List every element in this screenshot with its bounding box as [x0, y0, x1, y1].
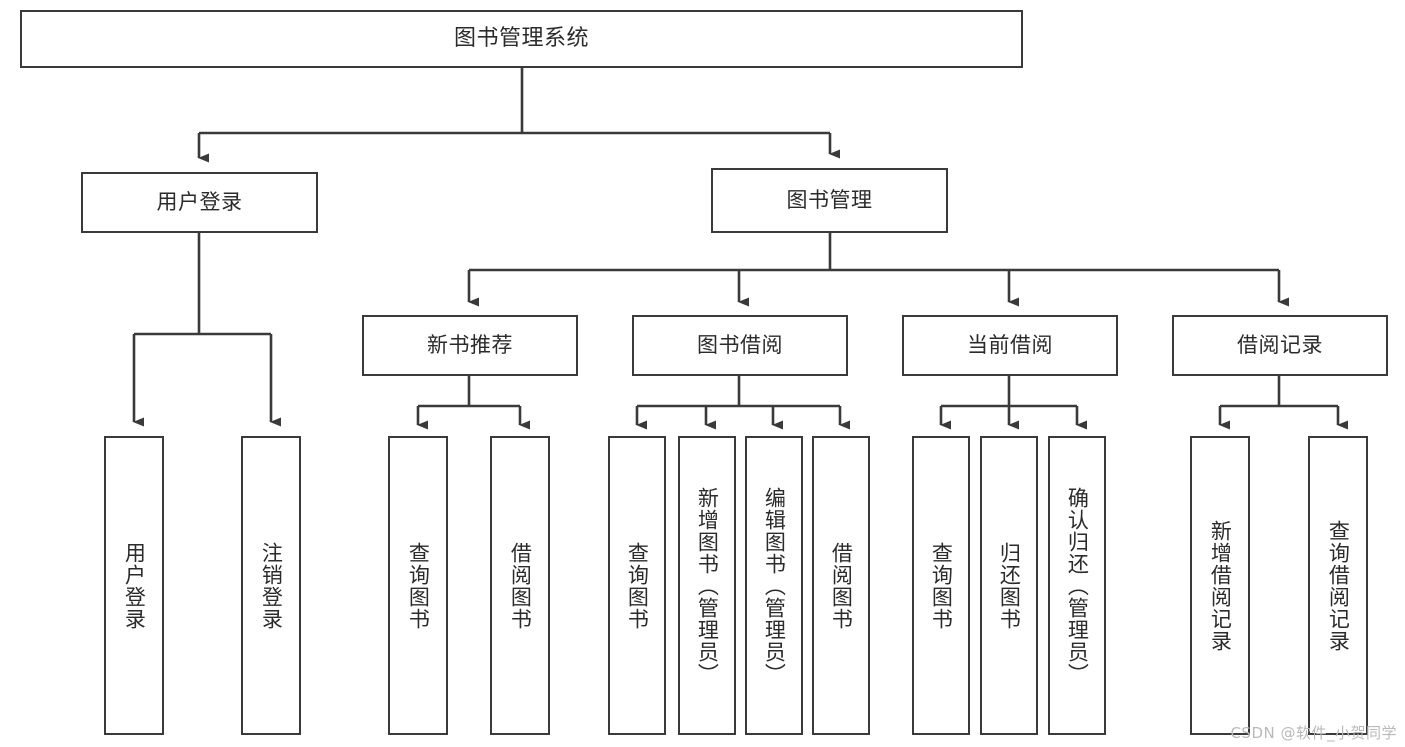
node-root-book-management-system[interactable]: 图书管理系统	[20, 10, 1023, 68]
leaf-book-borrow-query-books[interactable]: 查询图书	[608, 436, 666, 735]
leaf-label: 确认归还（管理员）	[1065, 486, 1090, 685]
node-user-login[interactable]: 用户登录	[81, 172, 318, 233]
leaf-borrow-records-query-record[interactable]: 查询借阅记录	[1308, 436, 1368, 735]
leaf-label: 借阅图书	[829, 541, 854, 630]
leaf-current-borrow-confirm-return-admin[interactable]: 确认归还（管理员）	[1048, 436, 1106, 735]
leaf-label: 新增借阅记录	[1208, 519, 1233, 652]
leaf-book-borrow-add-book-admin[interactable]: 新增图书（管理员）	[678, 436, 736, 735]
leaf-book-borrow-edit-book-admin[interactable]: 编辑图书（管理员）	[745, 436, 803, 735]
node-borrow-records[interactable]: 借阅记录	[1172, 315, 1388, 376]
leaf-user-login-logout[interactable]: 注销登录	[241, 436, 301, 735]
leaf-label: 查询图书	[406, 541, 431, 630]
leaf-current-borrow-query-books[interactable]: 查询图书	[912, 436, 970, 735]
node-new-book-recommend[interactable]: 新书推荐	[362, 315, 578, 376]
leaf-label: 归还图书	[997, 541, 1022, 630]
leaf-label: 查询图书	[625, 541, 650, 630]
leaf-label: 注销登录	[259, 541, 284, 630]
leaf-label: 新增图书（管理员）	[695, 486, 720, 685]
leaf-label: 查询图书	[929, 541, 954, 630]
leaf-book-borrow-borrow-books[interactable]: 借阅图书	[812, 436, 870, 735]
node-book-borrow[interactable]: 图书借阅	[632, 315, 848, 376]
leaf-label: 编辑图书（管理员）	[762, 486, 787, 685]
leaf-new-book-query-books[interactable]: 查询图书	[388, 436, 448, 735]
leaf-user-login-signin[interactable]: 用户登录	[104, 436, 164, 735]
leaf-label: 借阅图书	[508, 541, 533, 630]
node-current-borrow[interactable]: 当前借阅	[902, 315, 1118, 376]
leaf-label: 用户登录	[122, 541, 147, 630]
leaf-label: 查询借阅记录	[1326, 519, 1351, 652]
watermark-text: CSDN @软件_小贺同学	[1230, 724, 1397, 742]
leaf-current-borrow-return-books[interactable]: 归还图书	[980, 436, 1038, 735]
node-book-management[interactable]: 图书管理	[711, 168, 948, 233]
leaf-new-book-borrow-books[interactable]: 借阅图书	[490, 436, 550, 735]
leaf-borrow-records-add-record[interactable]: 新增借阅记录	[1190, 436, 1250, 735]
